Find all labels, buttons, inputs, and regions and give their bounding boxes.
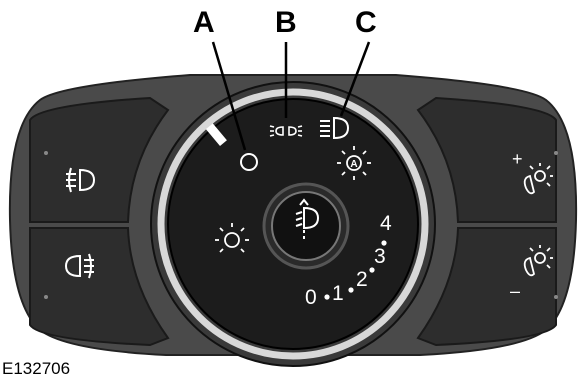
callout-b: B	[275, 6, 297, 39]
level-position-2: 2	[356, 268, 368, 291]
callout-c: C	[355, 6, 377, 39]
dimmer-minus-label: –	[510, 281, 520, 301]
level-position-1: 1	[332, 282, 344, 305]
figure-reference: E132706	[2, 359, 70, 375]
level-position-0: 0	[305, 286, 317, 309]
level-dot	[348, 287, 353, 292]
level-dot	[324, 294, 329, 299]
level-position-3: 3	[374, 245, 386, 268]
level-dot	[381, 240, 386, 245]
auto-lamps-letter: A	[350, 159, 357, 170]
housing-dot	[44, 151, 48, 155]
housing-dot	[44, 295, 48, 299]
level-position-4: 4	[380, 212, 392, 235]
level-dot	[369, 267, 374, 272]
housing-dot	[554, 295, 558, 299]
dimmer-plus-label: +	[512, 149, 523, 169]
callout-a: A	[193, 6, 215, 39]
housing-dot	[554, 151, 558, 155]
